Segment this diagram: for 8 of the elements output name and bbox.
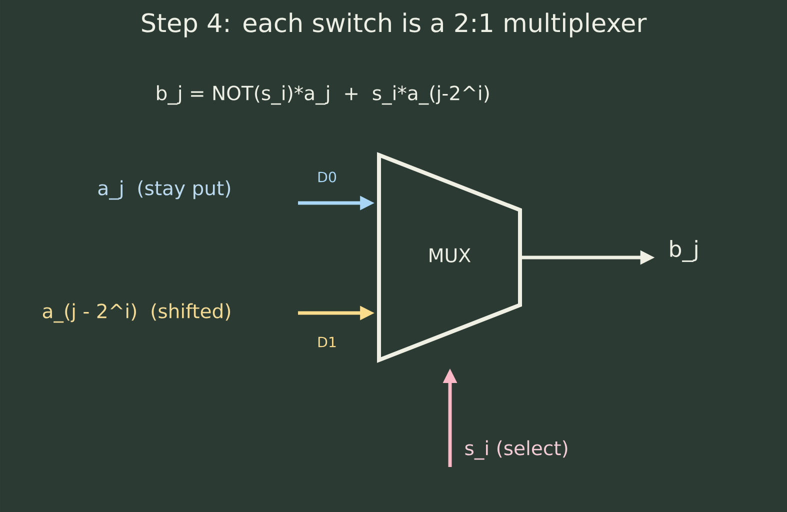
port-label: D1 [318, 336, 336, 348]
output-label: b_j [670, 240, 698, 262]
formula: b_j = NOT(s_i)*a_j + s_i*a_(j-2^i) [157, 85, 489, 105]
input-label: a_(j - 2^i) (shifted) [42, 303, 230, 323]
title: Step 4: each switch is a 2:1 multiplexer [142, 12, 647, 38]
select-label: s_i (select) [465, 440, 568, 460]
input-label: a_j (stay put) [98, 180, 230, 200]
port-label: D0 [318, 172, 336, 182]
